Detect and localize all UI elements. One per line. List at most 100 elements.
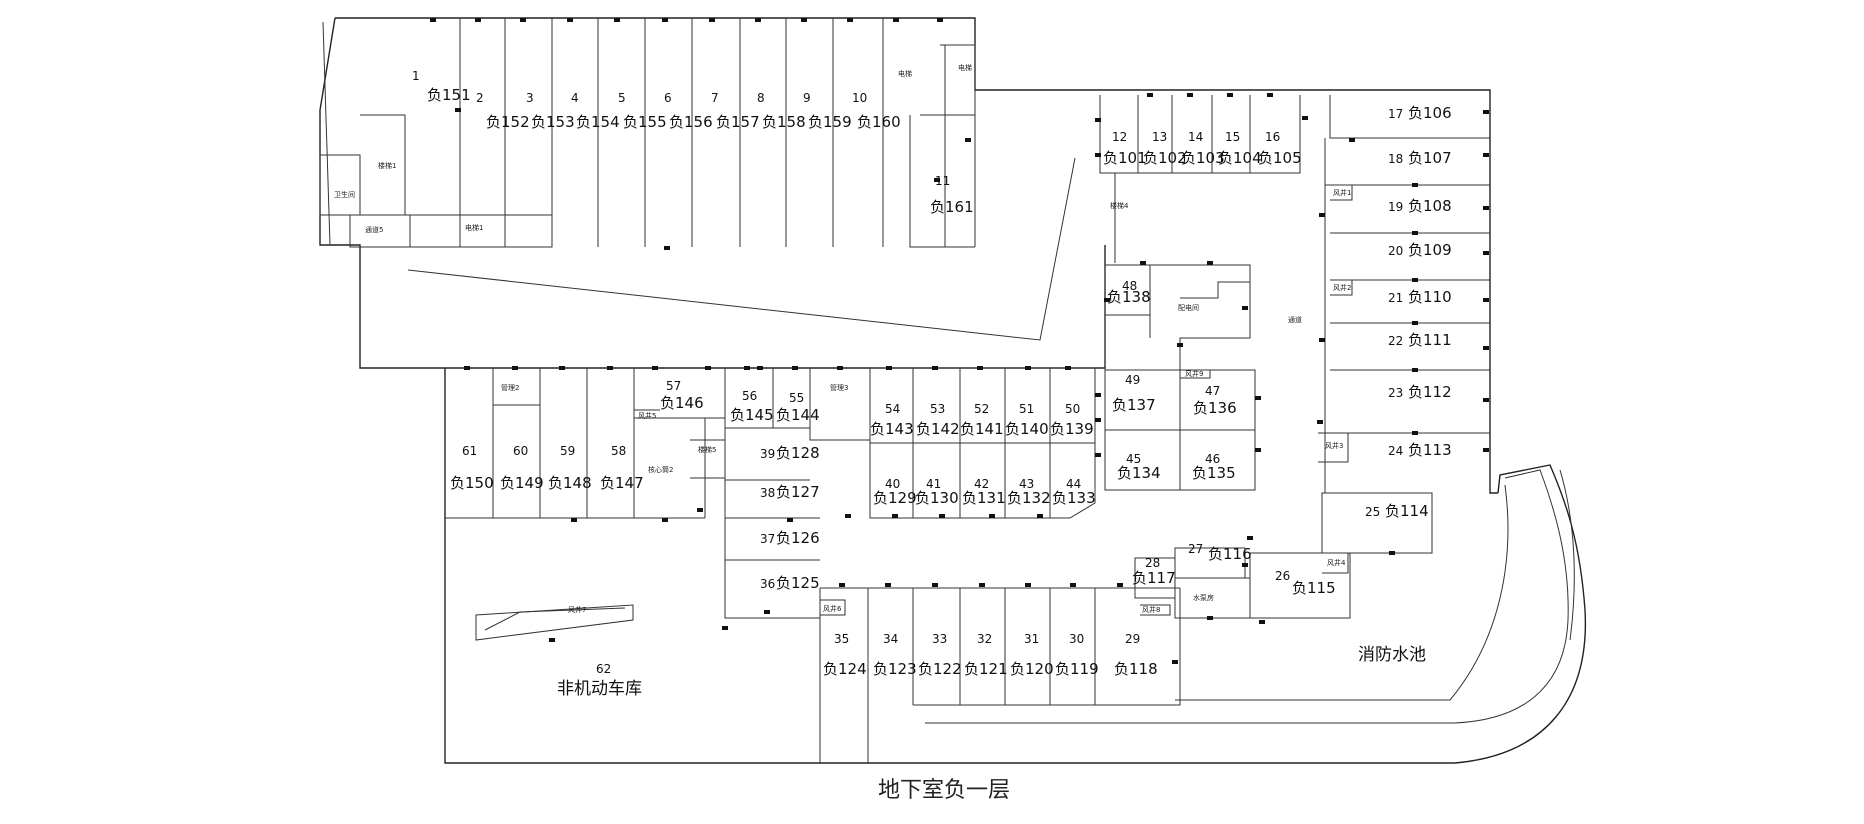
- spot-marker: [455, 108, 461, 112]
- space-code: 负107: [1408, 149, 1452, 167]
- space-code: 负144: [776, 406, 820, 424]
- space-code: 负102: [1143, 149, 1187, 167]
- stair5-label: 楼梯5: [698, 445, 716, 454]
- space-number: 28: [1145, 556, 1160, 570]
- space-number: 21: [1388, 291, 1403, 305]
- spot-marker: [1412, 368, 1418, 372]
- space-code: 负145: [730, 406, 774, 424]
- spot-marker: [1095, 418, 1101, 422]
- space-number: 10: [852, 91, 867, 105]
- storage3-label: 管理3: [830, 383, 848, 392]
- space-number: 31: [1024, 632, 1039, 646]
- space-number: 13: [1152, 130, 1167, 144]
- space-code: 负126: [776, 529, 820, 547]
- spot-marker: [755, 18, 761, 22]
- spot-marker: [1140, 261, 1146, 265]
- fan1-label: 风井1: [1333, 188, 1351, 197]
- space-code: 负111: [1408, 331, 1452, 349]
- spot-marker: [705, 366, 711, 370]
- ramp-line: [407, 157, 1076, 341]
- space-code: 负113: [1408, 441, 1452, 459]
- spot-marker: [1319, 213, 1325, 217]
- space-number: 26: [1275, 569, 1290, 583]
- spot-marker: [1349, 138, 1355, 142]
- spot-marker: [787, 518, 793, 522]
- space-number: 58: [611, 444, 626, 458]
- spot-marker: [937, 18, 943, 22]
- spot-marker: [520, 18, 526, 22]
- spot-marker: [549, 638, 555, 642]
- space-number: 11: [935, 174, 950, 188]
- space-number: 44: [1066, 477, 1081, 491]
- spot-marker: [1104, 298, 1110, 302]
- space-code: 负146: [660, 394, 704, 412]
- space-code: 负147: [600, 474, 644, 492]
- washroom-label: 卫生间: [334, 190, 355, 199]
- bike-ramp: [475, 604, 634, 641]
- spot-marker: [757, 366, 763, 370]
- space-number: 57: [666, 379, 681, 393]
- spot-marker: [664, 246, 670, 250]
- space-number: 7: [711, 91, 719, 105]
- spot-marker: [932, 583, 938, 587]
- space-number: 5: [618, 91, 626, 105]
- parking-space: 24 负113: [1388, 441, 1452, 459]
- space-number: 43: [1019, 477, 1034, 491]
- spot-markers: [430, 18, 1489, 664]
- space-number: 38: [760, 486, 775, 500]
- space-number: 40: [885, 477, 900, 491]
- spot-marker: [885, 583, 891, 587]
- space-number: 24: [1388, 444, 1403, 458]
- space-number: 37: [760, 532, 775, 546]
- spot-marker: [1172, 660, 1178, 664]
- space-number: 33: [932, 632, 947, 646]
- spot-marker: [1255, 448, 1261, 452]
- spot-marker: [1247, 536, 1253, 540]
- spot-marker: [662, 18, 668, 22]
- space-number: 34: [883, 632, 898, 646]
- space-code: 负148: [548, 474, 592, 492]
- spot-marker: [1317, 420, 1323, 424]
- space-number: 36: [760, 577, 775, 591]
- pool-curve-inner2: [1559, 469, 1575, 641]
- storage2-label: 管理2: [501, 383, 519, 392]
- pool-edge: [1175, 484, 1509, 701]
- fire-pool-label: 消防水池: [1358, 645, 1426, 665]
- spot-marker: [1065, 366, 1071, 370]
- spot-marker: [1412, 231, 1418, 235]
- spot-marker: [475, 18, 481, 22]
- space-code: 负140: [1005, 420, 1049, 438]
- spot-marker: [847, 18, 853, 22]
- space-code: 负154: [576, 113, 620, 131]
- spot-marker: [1259, 620, 1265, 624]
- space-code: 负115: [1292, 579, 1336, 597]
- shaft-a-label: 电梯: [898, 69, 912, 78]
- outer-wall-northwest: [335, 17, 1498, 494]
- spot-marker: [1483, 153, 1489, 157]
- space-code: 负108: [1408, 197, 1452, 215]
- space-number: 55: [789, 391, 804, 405]
- space-code: 负136: [1193, 399, 1237, 417]
- fan7-label: 风井7: [568, 605, 586, 614]
- equip1-label: 配电间: [1178, 303, 1199, 312]
